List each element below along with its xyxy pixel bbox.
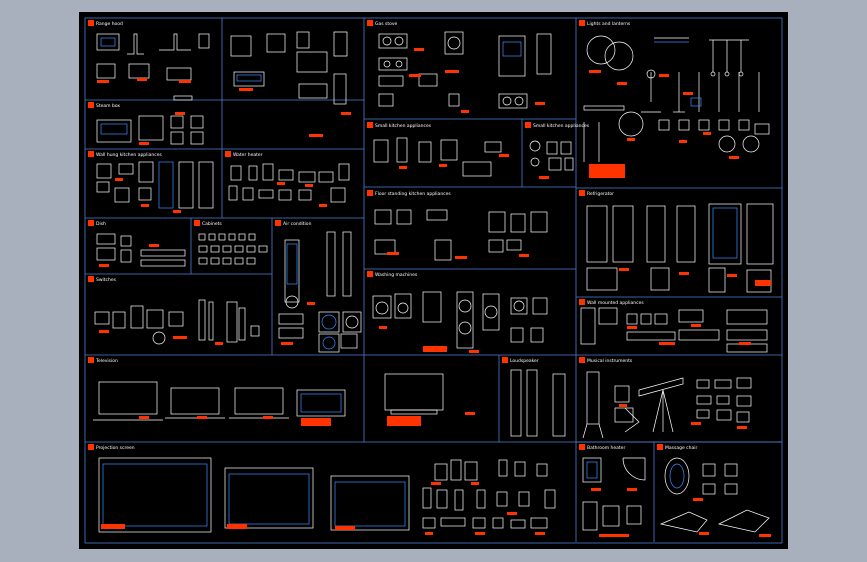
dish-drawings (96, 233, 186, 267)
wall-hung-labels (115, 178, 181, 213)
section-title-floor-standing: Floor standing kitchen appliances (375, 191, 451, 197)
section-title-water-heater: Water heater (233, 152, 263, 158)
wall-hung-drawings (96, 161, 214, 209)
air-condition-labels (281, 302, 315, 345)
section-title-range-hood: Range hood (96, 21, 123, 27)
water-heater-drawings (228, 163, 350, 203)
water-heater-labels (277, 182, 327, 207)
refrigerator-drawings (586, 203, 774, 293)
cad-drawing-sheet: Range hood Gas stove Lights and lanterns… (79, 12, 788, 549)
switches-drawings (94, 299, 260, 345)
cad-drawing: Range hood Gas stove Lights and lanterns… (84, 17, 783, 544)
home-theater-drawings (422, 459, 556, 529)
projection-screen-labels (101, 524, 355, 530)
section-title-washing: Washing machines (375, 272, 418, 278)
wall-mounted-drawings (580, 307, 768, 353)
section-title-small-kitchen: Small kitchen appliances (375, 123, 432, 129)
gas-stove-drawings (378, 31, 552, 109)
wall-mounted-labels (627, 324, 751, 345)
washing-labels (379, 326, 479, 353)
section-title-loudspeaker: Loudspeaker (510, 358, 539, 364)
air-condition-drawings (278, 231, 362, 353)
section-title-bathroom-heater: Bathroom heater (587, 445, 625, 451)
television-labels (139, 412, 475, 426)
bathroom-heater-labels (591, 488, 637, 537)
dish-labels (99, 244, 159, 267)
section-title-massage: Massage chair (665, 445, 697, 451)
floor-standing-drawings (374, 209, 548, 261)
television-drawings (93, 373, 444, 421)
lights-labels (589, 70, 739, 178)
section-title-dish: Dish (96, 221, 106, 227)
gas-stove-labels (409, 48, 545, 113)
frame-grid (84, 17, 783, 544)
lights-drawings (583, 35, 770, 162)
cabinets-drawings (198, 233, 268, 265)
bathroom-heater-drawings (582, 457, 646, 531)
instruments-drawings (582, 371, 752, 439)
section-title-tags: Range hood Gas stove Lights and lanterns… (88, 20, 697, 451)
massage-chair-drawings (659, 457, 770, 533)
section-title-switches: Switches (96, 277, 117, 283)
switches-labels (99, 330, 223, 345)
section-title-small-kitchen-2: Small kitchen appliances (533, 123, 590, 129)
steam-box-drawings (96, 115, 204, 145)
small-kitchen-drawings (373, 137, 574, 177)
range-hood-drawings (96, 31, 348, 105)
small-kitchen-labels (399, 154, 549, 179)
floor-standing-labels (387, 252, 529, 259)
loudspeaker-drawings (510, 369, 566, 437)
washing-drawings (372, 291, 548, 349)
section-title-television: Television (95, 358, 118, 364)
section-title-cabinets: Cabinets (202, 221, 222, 227)
section-title-projection-screen: Projection screen (96, 445, 135, 451)
instruments-labels (619, 404, 747, 429)
section-title-gas-stove: Gas stove (375, 21, 398, 27)
section-title-steam-box: Steam box (96, 103, 120, 109)
section-title-air-condition: Air condition (283, 221, 312, 227)
section-title-wall-hung: Wall hung kitchen appliances (96, 152, 163, 158)
home-theater-labels (425, 482, 545, 535)
range-hood-labels (97, 78, 351, 137)
steam-box-labels (139, 112, 185, 145)
refrigerator-labels (619, 268, 771, 286)
section-title-instruments: Musical instruments (587, 358, 633, 364)
projection-screen-drawings (98, 457, 410, 533)
massage-chair-labels (693, 498, 771, 537)
section-title-refrigerator: Refrigerator (587, 191, 614, 197)
section-title-wall-mounted: Wall mounted appliances (587, 300, 644, 306)
section-title-lights: Lights and lanterns (587, 21, 631, 27)
